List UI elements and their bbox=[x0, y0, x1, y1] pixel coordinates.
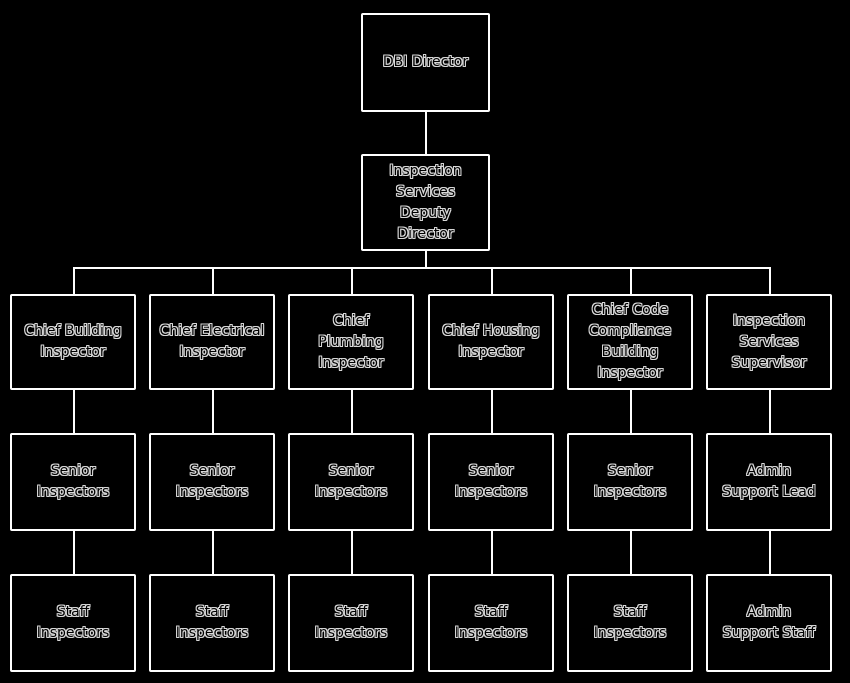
connector-chief-senior-1 bbox=[212, 389, 214, 434]
senior-label: Senior Inspectors bbox=[593, 463, 667, 500]
connector-bus-chief-5 bbox=[769, 267, 771, 295]
connector-chief-senior-5 bbox=[769, 389, 771, 434]
staff-label: Admin Support Staff bbox=[722, 604, 816, 641]
senior-label: Senior Inspectors bbox=[314, 463, 388, 500]
connector-senior-staff-0 bbox=[73, 530, 75, 575]
connector-senior-staff-5 bbox=[769, 530, 771, 575]
staff-box-building: Staff Inspectors bbox=[10, 574, 136, 672]
connector-bus-chief-4 bbox=[630, 267, 632, 295]
senior-box-housing: Senior Inspectors bbox=[428, 433, 554, 531]
staff-box-electrical: Staff Inspectors bbox=[149, 574, 275, 672]
chief-label: Chief Electrical Inspector bbox=[159, 323, 265, 360]
admin-staff-box: Admin Support Staff bbox=[706, 574, 832, 672]
staff-label: Staff Inspectors bbox=[175, 604, 249, 641]
deputy-director-label: Inspection Services Deputy Director bbox=[389, 162, 462, 242]
senior-box-electrical: Senior Inspectors bbox=[149, 433, 275, 531]
senior-label: Senior Inspectors bbox=[454, 463, 528, 500]
connector-chief-senior-0 bbox=[73, 389, 75, 434]
connector-senior-staff-2 bbox=[351, 530, 353, 575]
senior-box-building: Senior Inspectors bbox=[10, 433, 136, 531]
director-box: DBI Director bbox=[361, 13, 490, 112]
connector-chief-senior-4 bbox=[630, 389, 632, 434]
chief-box-electrical: Chief Electrical Inspector bbox=[149, 294, 275, 390]
deputy-director-box: Inspection Services Deputy Director bbox=[361, 154, 490, 251]
senior-label: Senior Inspectors bbox=[175, 463, 249, 500]
connector-bus-chief-0 bbox=[73, 267, 75, 295]
chief-label: Inspection Services Supervisor bbox=[731, 312, 807, 371]
staff-box-code-compliance: Staff Inspectors bbox=[567, 574, 693, 672]
chief-label: Chief Code Compliance Building Inspector bbox=[588, 302, 672, 381]
chief-box-plumbing: Chief Plumbing Inspector bbox=[288, 294, 414, 390]
connector-chief-senior-2 bbox=[351, 389, 353, 434]
connector-senior-staff-1 bbox=[212, 530, 214, 575]
admin-lead-box: Admin Support Lead bbox=[706, 433, 832, 531]
connector-director-deputy bbox=[425, 111, 427, 155]
connector-bus-chief-1 bbox=[212, 267, 214, 295]
connector-senior-staff-3 bbox=[491, 530, 493, 575]
chief-label: Chief Plumbing Inspector bbox=[318, 312, 384, 371]
supervisor-box: Inspection Services Supervisor bbox=[706, 294, 832, 390]
staff-label: Staff Inspectors bbox=[593, 604, 667, 641]
chief-box-code-compliance: Chief Code Compliance Building Inspector bbox=[567, 294, 693, 390]
director-label: DBI Director bbox=[382, 54, 469, 70]
staff-label: Staff Inspectors bbox=[454, 604, 528, 641]
chief-label: Chief Housing Inspector bbox=[442, 323, 540, 360]
senior-label: Senior Inspectors bbox=[36, 463, 110, 500]
chief-box-building: Chief Building Inspector bbox=[10, 294, 136, 390]
senior-label: Admin Support Lead bbox=[722, 463, 816, 500]
connector-chief-senior-3 bbox=[491, 389, 493, 434]
staff-label: Staff Inspectors bbox=[314, 604, 388, 641]
connector-deputy-bus bbox=[425, 250, 427, 268]
staff-box-plumbing: Staff Inspectors bbox=[288, 574, 414, 672]
chief-box-housing: Chief Housing Inspector bbox=[428, 294, 554, 390]
staff-label: Staff Inspectors bbox=[36, 604, 110, 641]
senior-box-code-compliance: Senior Inspectors bbox=[567, 433, 693, 531]
connector-bus-chief-3 bbox=[491, 267, 493, 295]
staff-box-housing: Staff Inspectors bbox=[428, 574, 554, 672]
chief-label: Chief Building Inspector bbox=[24, 323, 122, 360]
senior-box-plumbing: Senior Inspectors bbox=[288, 433, 414, 531]
connector-bus-chief-2 bbox=[351, 267, 353, 295]
connector-senior-staff-4 bbox=[630, 530, 632, 575]
connector-horizontal-bus bbox=[73, 267, 771, 269]
